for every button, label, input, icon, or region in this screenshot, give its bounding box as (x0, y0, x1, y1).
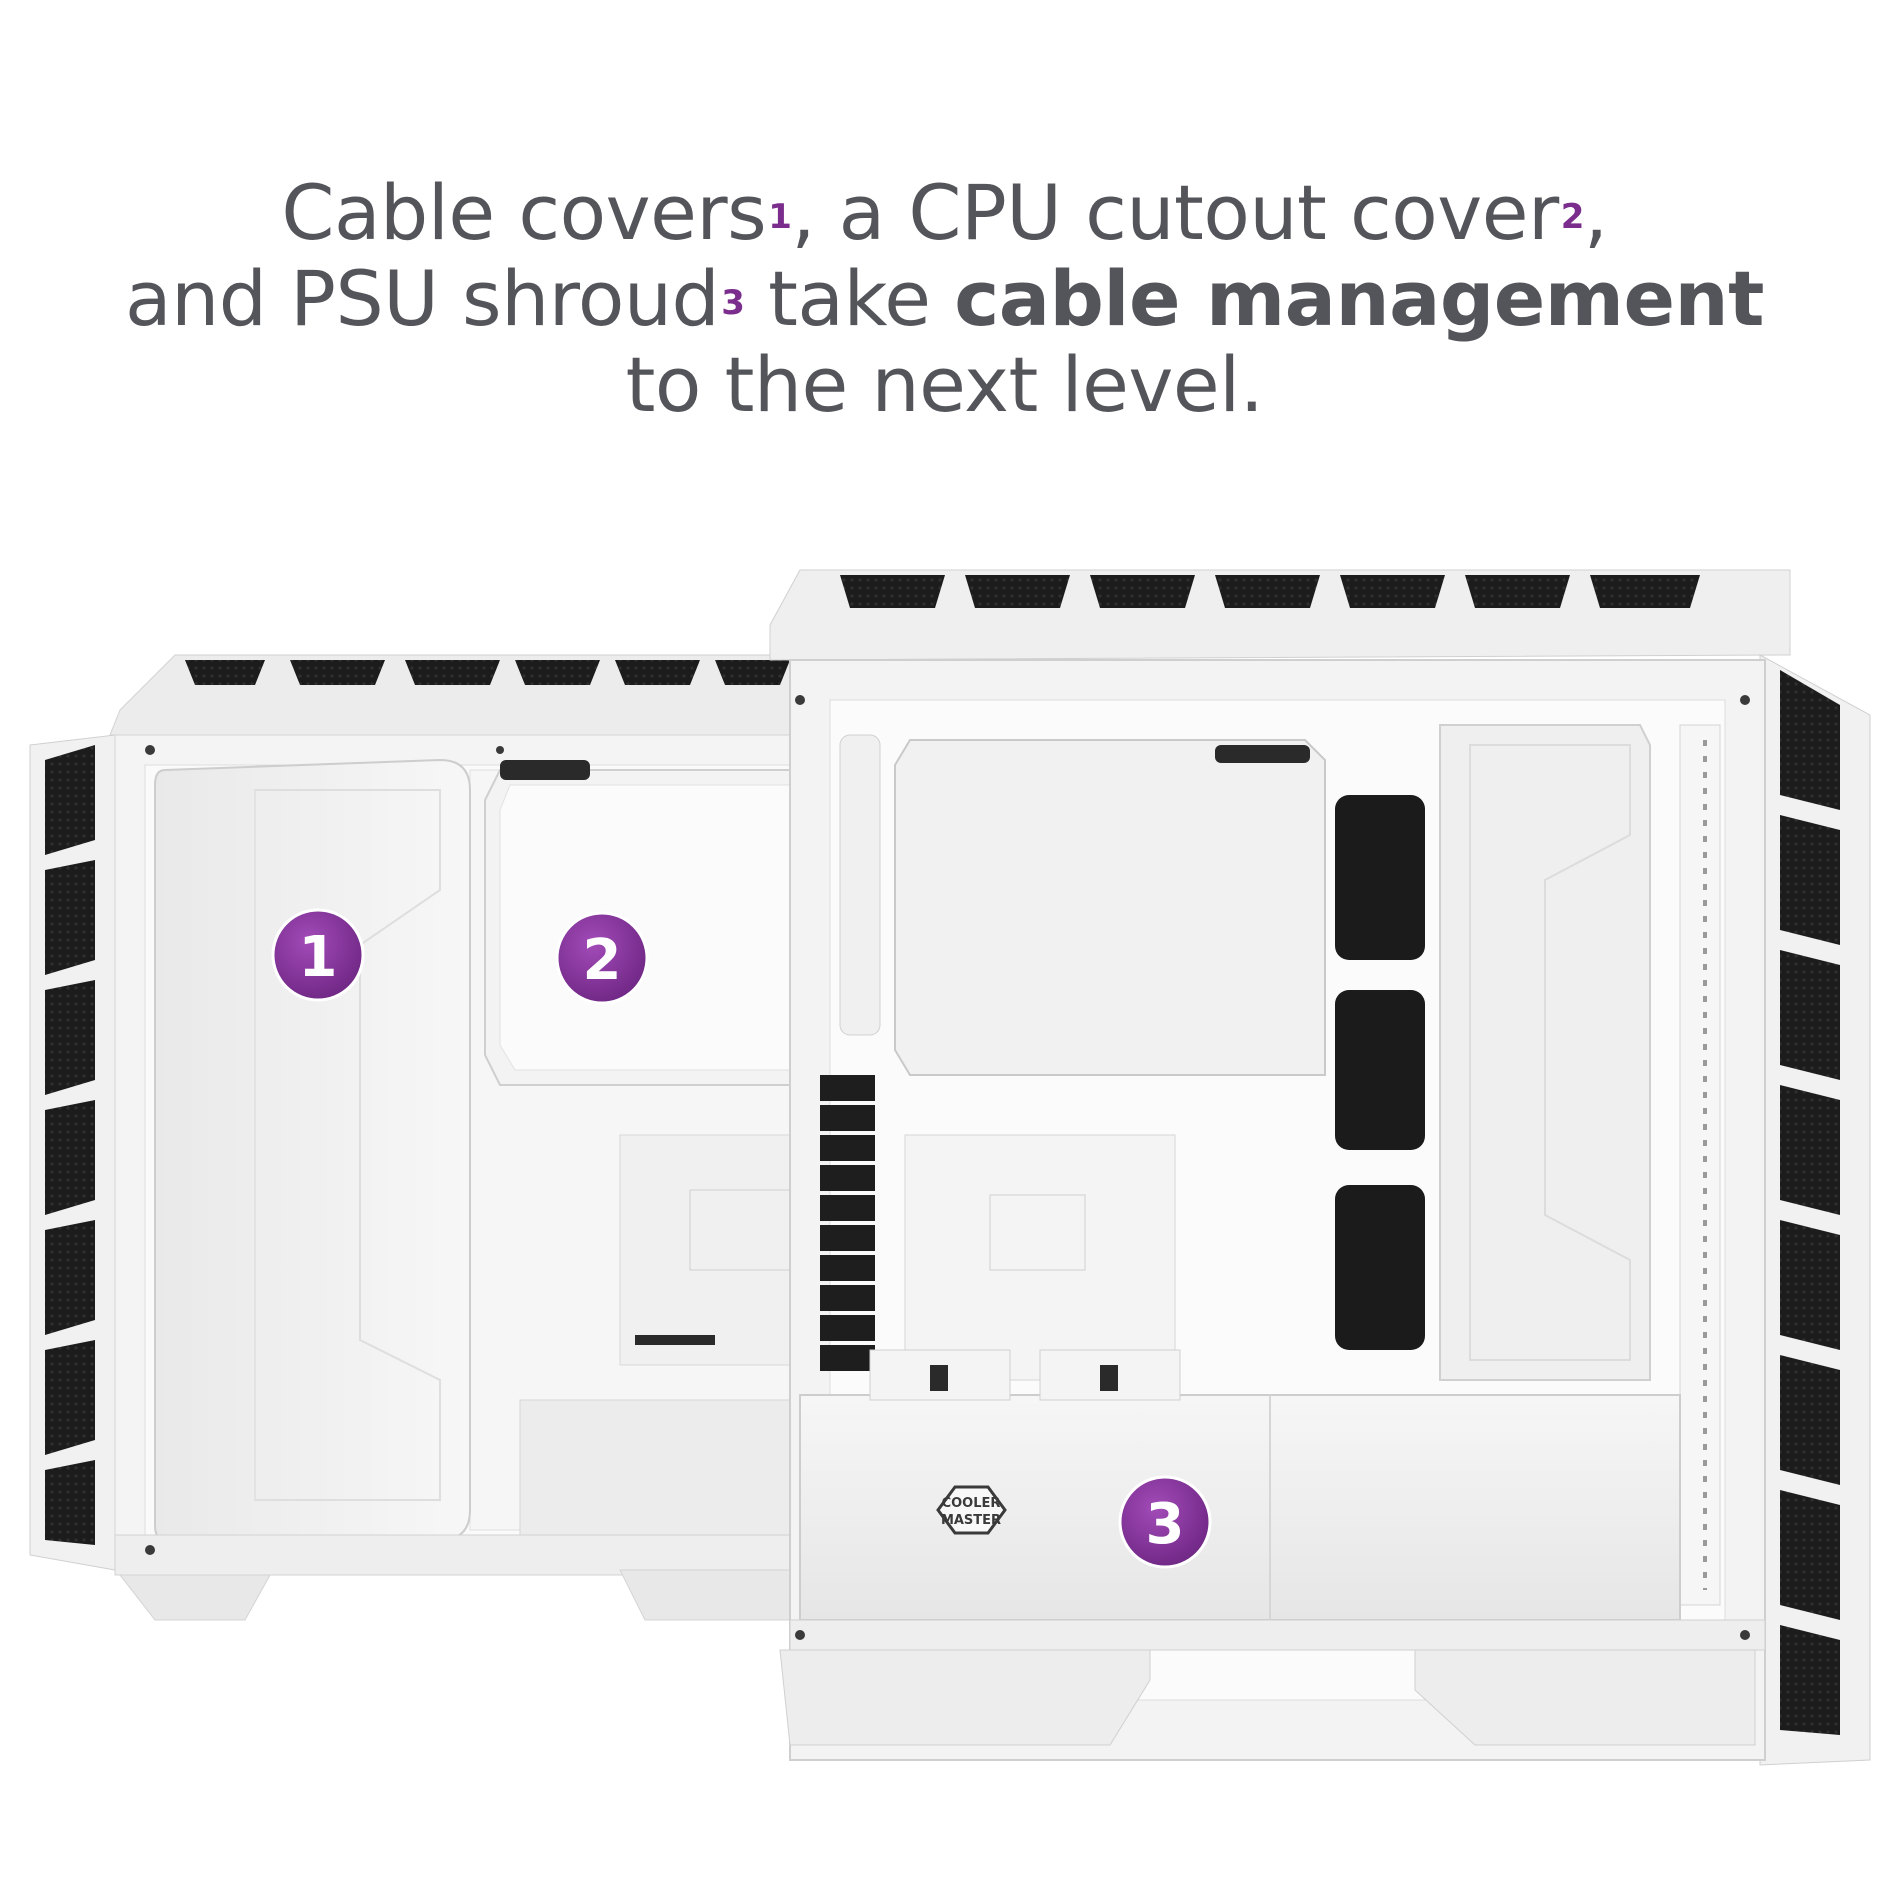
headline-line-2: and PSU shroud3 take cable management (0, 256, 1889, 342)
headline-line-3: to the next level. (625, 340, 1264, 429)
cable-cover (154, 758, 471, 1541)
cable-grommets (1335, 795, 1425, 1350)
footnote-marker-1: 1 (768, 197, 792, 237)
headline: Cable covers1, a CPU cutout cover2, and … (0, 170, 1889, 428)
badge-2: 2 (555, 911, 649, 1005)
headline-text: take (744, 254, 955, 343)
front-case: COOLER MASTER (769, 569, 1871, 1766)
cooler-master-logo: COOLER MASTER (936, 1485, 1007, 1535)
headline-text: Cable covers (281, 168, 767, 257)
rear-case (29, 654, 806, 1621)
badge-3: 3 (1118, 1475, 1212, 1569)
cpu-cutout-cover (484, 760, 801, 1086)
top-vents-rear (185, 660, 790, 685)
headline-line-1: Cable covers1, a CPU cutout cover2, (0, 170, 1889, 256)
headline-text: , (1583, 168, 1608, 257)
expansion-slots (820, 1075, 875, 1371)
badge-3-label: 3 (1146, 1492, 1185, 1557)
logo-text-line-1: COOLER (942, 1496, 1001, 1511)
side-vents-rear (45, 745, 95, 1545)
headline-text: and PSU shroud (125, 254, 720, 343)
footnote-marker-3: 3 (721, 283, 745, 323)
badge-1: 1 (271, 908, 365, 1002)
badge-2-label: 2 (583, 928, 622, 993)
side-vents-front (1780, 670, 1840, 1735)
logo-text-line-2: MASTER (941, 1513, 1001, 1528)
badge-1-label: 1 (299, 925, 338, 990)
top-vents-front (840, 575, 1700, 608)
headline-text: , a CPU cutout cover (791, 168, 1559, 257)
footnote-marker-2: 2 (1560, 197, 1585, 237)
headline-emphasis: cable management (954, 254, 1764, 343)
